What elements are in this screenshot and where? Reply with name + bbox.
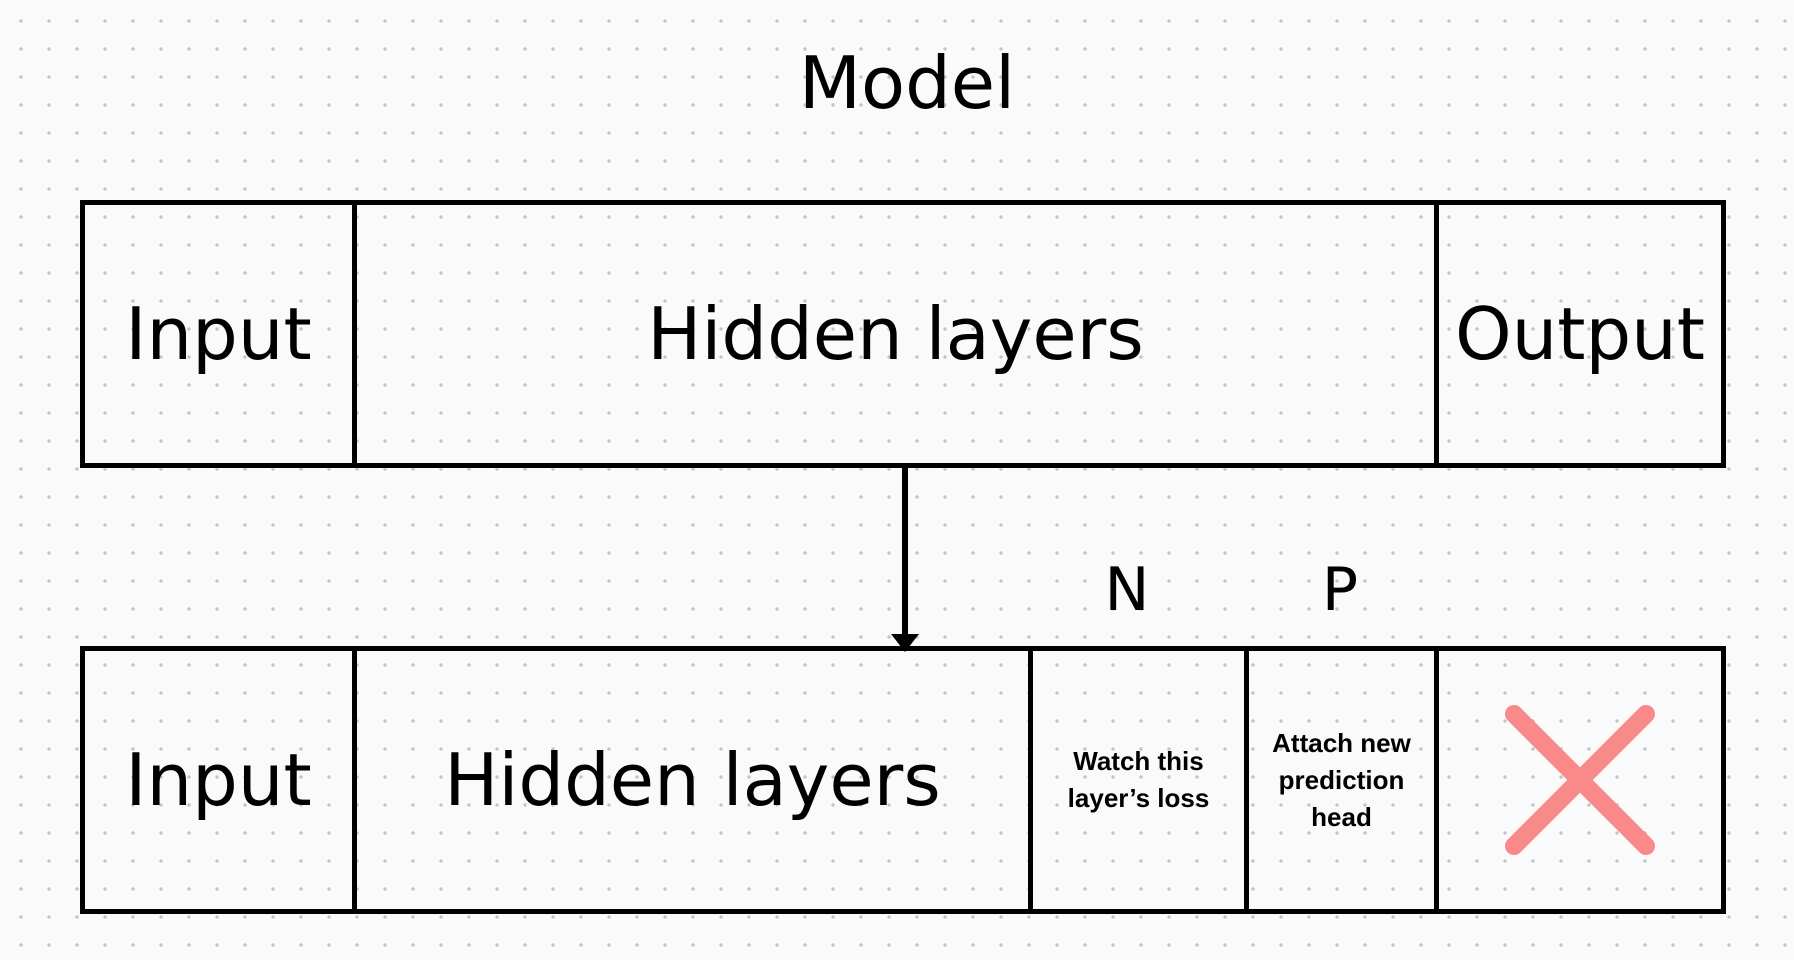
cross-icon: [1505, 705, 1655, 855]
watch-loss-text: Watch this layer’s loss: [1067, 746, 1210, 813]
marker-p: P: [1321, 555, 1359, 625]
original-model-row: Input Hidden layers Output: [80, 200, 1726, 468]
removed-output-block: [1439, 651, 1721, 909]
modified-model-row: Input Hidden layers Watch this layer’s l…: [80, 646, 1726, 914]
marker-n: N: [1104, 555, 1150, 625]
attach-head-block: Attach new prediction head: [1249, 651, 1439, 909]
bottom-input-block: Input: [85, 651, 357, 909]
diagram-title-text: Model: [798, 41, 1016, 125]
down-arrow-icon: [891, 466, 919, 652]
watch-loss-block: Watch this layer’s loss: [1033, 651, 1249, 909]
top-input-block: Input: [85, 205, 357, 463]
attach-head-text: Attach new prediction head: [1272, 727, 1411, 832]
bottom-hidden-layers-block: Hidden layers: [357, 651, 1033, 909]
top-hidden-layers-block: Hidden layers: [357, 205, 1439, 463]
diagram-title: Model: [0, 38, 1794, 128]
top-output-block: Output: [1454, 292, 1706, 376]
